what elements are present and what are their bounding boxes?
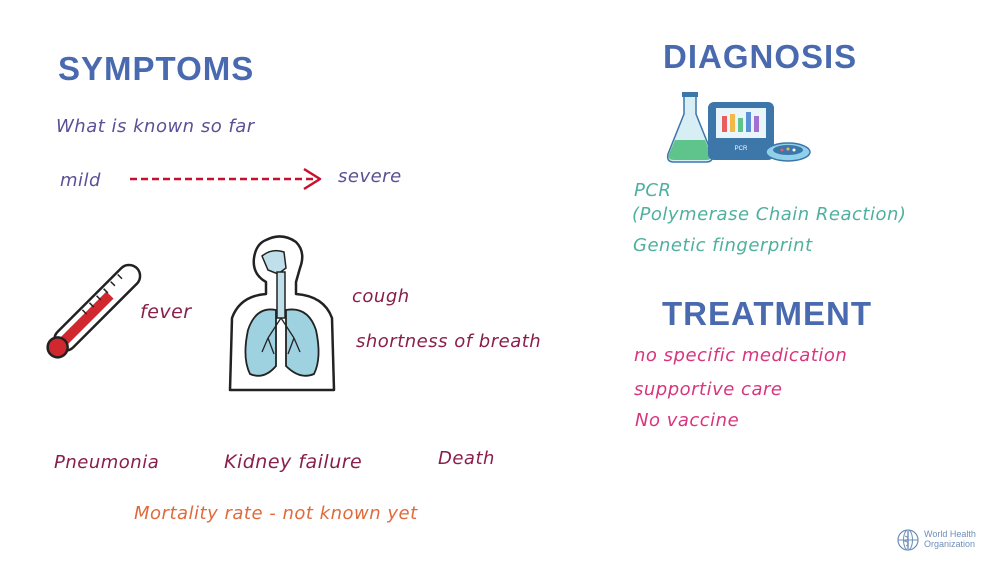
who-logo-text: World Health Organization (924, 529, 976, 549)
diagnosis-line-pcr-full: (Polymerase Chain Reaction) (632, 204, 907, 225)
mortality-note: Mortality rate - not known yet (134, 503, 418, 524)
shortness-of-breath-label: shortness of breath (356, 331, 542, 352)
who-emblem-icon (897, 529, 919, 551)
severity-high-label: severe (338, 166, 402, 187)
thermometer-icon (46, 263, 142, 359)
fever-label: fever (140, 301, 192, 323)
diagnosis-line-genetic: Genetic fingerprint (633, 235, 813, 256)
treatment-line-medication: no specific medication (634, 345, 848, 366)
respiratory-system-icon (228, 235, 336, 392)
diagnosis-line-pcr: PCR (634, 180, 672, 201)
symptoms-subtitle: What is known so far (56, 116, 255, 137)
treatment-line-vaccine: No vaccine (635, 410, 740, 431)
pcr-machine-label: PCR (735, 146, 748, 152)
treatment-line-supportive: supportive care (634, 379, 783, 400)
diagnosis-title: DIAGNOSIS (663, 38, 858, 75)
lab-equipment-icon: PCR (666, 92, 811, 163)
complication-pneumonia: Pneumonia (54, 452, 160, 473)
symptoms-title: SYMPTOMS (58, 50, 255, 87)
severity-arrow-icon (130, 167, 322, 191)
treatment-title: TREATMENT (662, 295, 873, 332)
cough-label: cough (352, 286, 410, 307)
complication-kidney-failure: Kidney failure (224, 451, 363, 473)
complication-death: Death (438, 448, 495, 469)
severity-low-label: mild (60, 170, 101, 191)
